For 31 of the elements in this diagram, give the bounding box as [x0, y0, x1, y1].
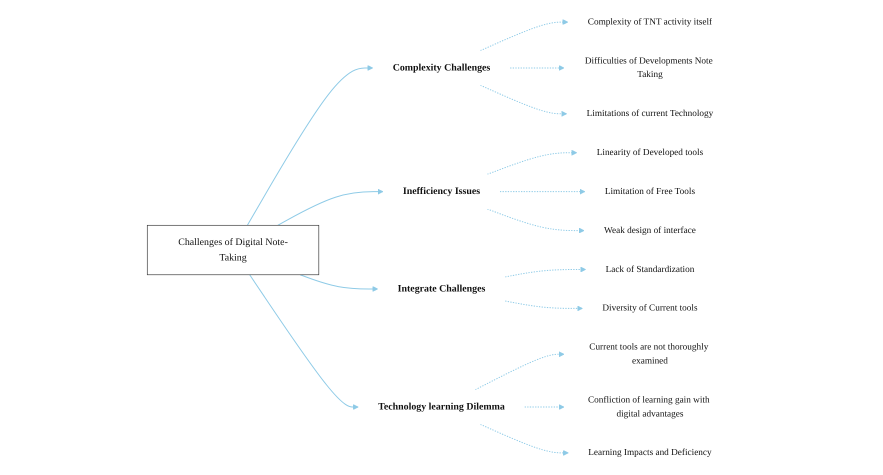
arrow: [246, 65, 374, 226]
arrow: [486, 150, 578, 175]
arrow: [499, 188, 586, 195]
arrow: [474, 351, 564, 390]
node-text: Confliction of learning gain with digital advantages: [588, 395, 710, 419]
node-text: Limitation of Free Tools: [604, 186, 696, 197]
node-text: Inefficiency Issues: [402, 186, 480, 197]
node-text: Complexity of TNT activity itself: [588, 17, 712, 28]
node-text: Integrate Challenges: [398, 284, 486, 294]
arrow: [510, 65, 564, 71]
arrow: [480, 424, 569, 456]
arrow: [480, 19, 568, 52]
node-text: Linearity of Developed tools: [596, 148, 704, 158]
arrow: [524, 404, 564, 410]
arrow: [480, 84, 568, 117]
node-box: Challenges of Digital Note-Taking: [146, 224, 320, 276]
node-text: Difficulties of Developments Note Taking: [584, 56, 713, 80]
node-text: Complexity Challenges: [392, 62, 490, 74]
node-text: Limitations of current Technology: [586, 108, 714, 119]
arrow: [504, 266, 586, 278]
node-text: Current tools are not thoroughly examined: [589, 342, 708, 366]
node-text: Learning Impacts and Deficiency: [588, 448, 712, 458]
node-text: Technology learning Dilemma: [378, 402, 505, 412]
arrow: [249, 274, 359, 410]
arrow: [486, 208, 584, 234]
arrow: [300, 274, 378, 292]
node-text: Lack of Standardization: [606, 264, 694, 274]
node-text: Diversity of Current tools: [602, 303, 698, 314]
node-text: Weak design of interface: [604, 226, 696, 236]
arrow: [504, 300, 583, 312]
arrow: [277, 188, 384, 226]
